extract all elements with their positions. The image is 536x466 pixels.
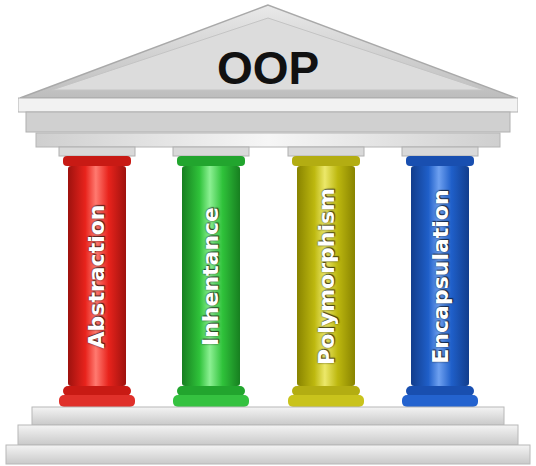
pillar-label: Inhentance [199,206,224,345]
pillar-bases [59,386,478,407]
pediment-title: OOP [217,41,319,95]
capitals [59,147,478,166]
pediment: OOP [18,4,518,134]
architrave [36,133,500,147]
pillar-label: Encapsulation [428,189,453,363]
pillar: Polymorphism [297,166,355,386]
pillar-label: Polymorphism [314,188,339,365]
stylobate-steps [6,407,530,464]
pillar: Encapsulation [411,166,469,386]
pillar: Abstraction [68,166,126,386]
pillar-label: Abstraction [85,204,110,348]
pillar: Inhentance [182,166,240,386]
